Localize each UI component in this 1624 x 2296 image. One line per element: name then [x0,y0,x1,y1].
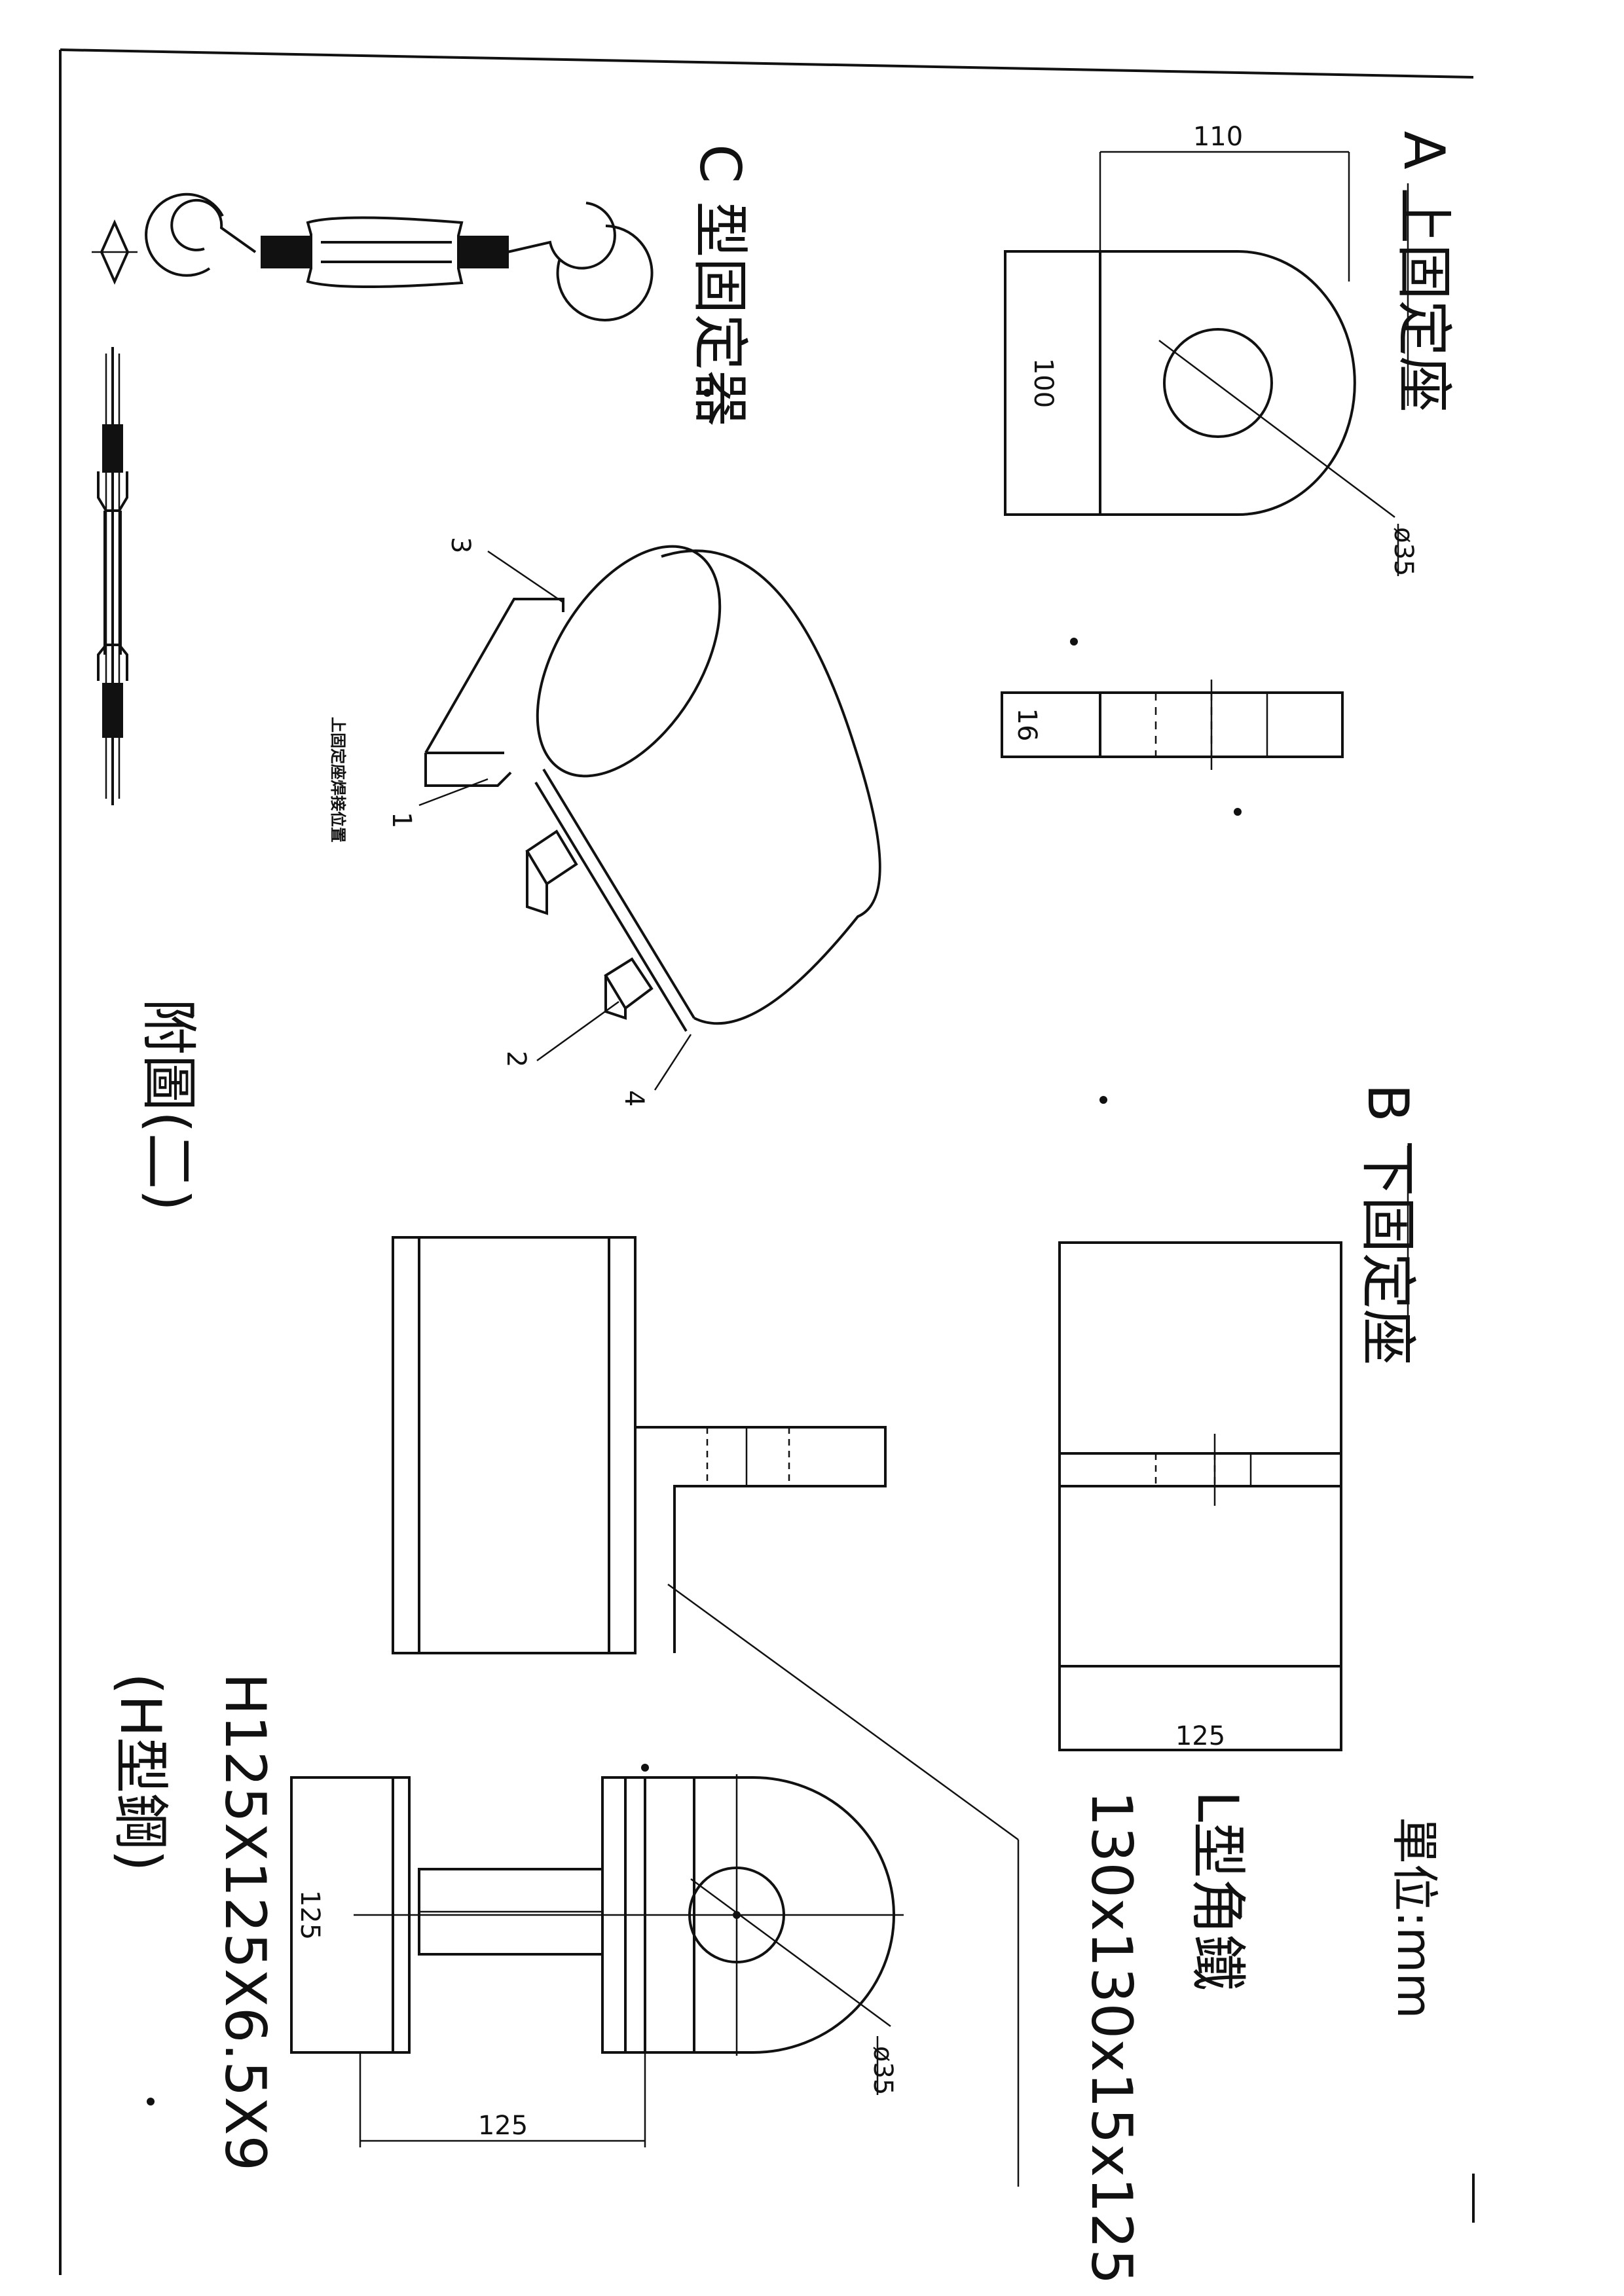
section-a-label: A 上固定座 [1391,131,1456,412]
weld-position-note: 上固定座焊接位置 [329,717,347,843]
callout-3: 3 [445,537,475,553]
l-angle-assembly [392,1236,1020,2187]
part-a-upper-mount: 110 100 ø35 16 [1001,122,1418,770]
b-width-dim: 125 [1175,1721,1225,1751]
unit-label: 單位:mm [1387,1817,1442,2019]
h-beam-spec: H125X125X6.5X9 [212,1673,278,2171]
figure-title: 附圖(二) [136,998,201,1211]
h-beam-name: (H型鋼) [107,1673,173,1872]
turnbuckle-side-view [97,347,128,805]
l-angle-spec: 130x130x15x125 [1079,1791,1144,2285]
h-beam-assembly: ø35 125 125 [290,1774,904,2147]
callout-4: 4 [619,1090,649,1106]
a-hole-dim: ø35 [1388,527,1418,576]
section-c-label: C 型固定器 [687,144,752,426]
section-b-label: B 下固定座 [1355,1084,1420,1365]
part-b-lower-mount: 125 [1058,1241,1342,1751]
a-height-dim: 100 [1028,358,1058,408]
scan-specks [147,389,1242,2105]
h-depth-dim: 125 [478,2111,528,2141]
a-thickness-dim: 16 [1012,708,1042,742]
h-hole-dim: ø35 [868,2046,898,2095]
a-width-dim: 110 [1193,122,1243,152]
turnbuckle-hook-view [92,192,654,321]
callout-1: 1 [386,812,416,828]
isometric-fixer [418,545,881,1091]
callout-2: 2 [501,1051,531,1067]
l-angle-name: L型角鐵 [1185,1791,1250,1991]
h-flange-dim: 125 [295,1890,325,1940]
sheet-border [59,48,1475,2275]
